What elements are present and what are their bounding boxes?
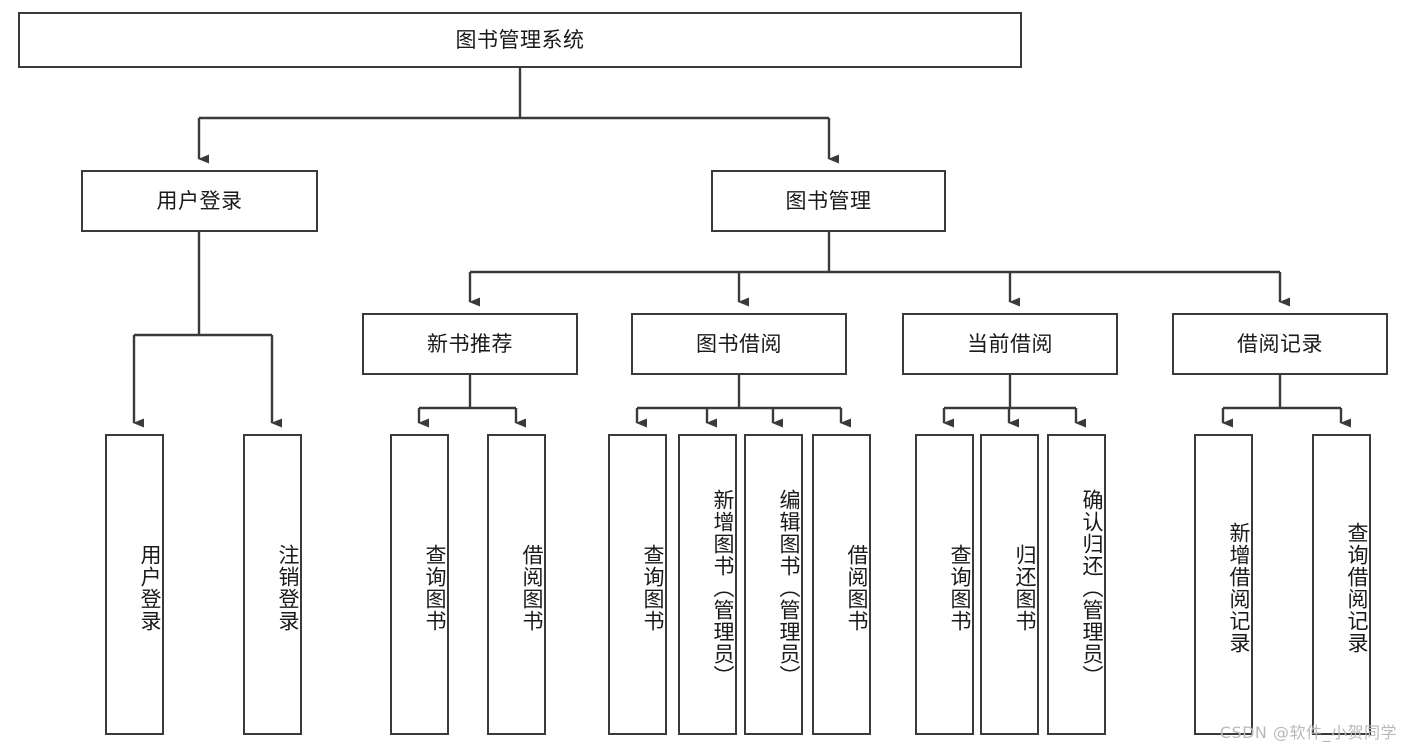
node-leaf-query-book-3[interactable]: 查询图书	[915, 434, 974, 735]
node-leaf-query-book-2[interactable]: 查询图书	[608, 434, 667, 735]
node-leaf-user-login[interactable]: 用户登录	[105, 434, 164, 735]
node-label: 注销登录	[276, 543, 300, 632]
node-leaf-add-record[interactable]: 新增借阅记录	[1194, 434, 1253, 735]
node-current-borrow[interactable]: 当前借阅	[902, 313, 1118, 375]
node-book-manage[interactable]: 图书管理	[711, 170, 946, 232]
node-leaf-query-record[interactable]: 查询借阅记录	[1312, 434, 1371, 735]
node-label: 新增图书（管理员）	[711, 488, 735, 687]
node-leaf-return-book[interactable]: 归还图书	[980, 434, 1039, 735]
node-label: 图书借阅	[696, 331, 782, 356]
node-label: 归还图书	[1013, 543, 1037, 632]
node-leaf-logout[interactable]: 注销登录	[243, 434, 302, 735]
node-label: 借阅图书	[845, 543, 869, 632]
node-leaf-query-book-1[interactable]: 查询图书	[390, 434, 449, 735]
node-book-borrow[interactable]: 图书借阅	[631, 313, 847, 375]
csdn-watermark: CSDN @软件_小贺同学	[1219, 723, 1397, 742]
node-new-book-rec[interactable]: 新书推荐	[362, 313, 578, 375]
node-label: 借阅记录	[1237, 331, 1323, 356]
node-label: 用户登录	[156, 188, 243, 213]
node-label: 用户登录	[138, 543, 162, 632]
node-label: 查询图书	[948, 543, 972, 632]
node-label: 确认归还（管理员）	[1080, 488, 1104, 687]
node-leaf-add-book[interactable]: 新增图书（管理员）	[678, 434, 737, 735]
node-label: 新增借阅记录	[1227, 521, 1251, 654]
node-user-login[interactable]: 用户登录	[81, 170, 318, 232]
node-label: 编辑图书（管理员）	[777, 488, 801, 687]
node-leaf-borrow-book-1[interactable]: 借阅图书	[487, 434, 546, 735]
node-leaf-borrow-book-2[interactable]: 借阅图书	[812, 434, 871, 735]
node-label: 当前借阅	[967, 331, 1053, 356]
node-leaf-confirm-return[interactable]: 确认归还（管理员）	[1047, 434, 1106, 735]
node-label: 新书推荐	[427, 331, 513, 356]
node-label: 借阅图书	[520, 543, 544, 632]
node-borrow-record[interactable]: 借阅记录	[1172, 313, 1388, 375]
node-label: 图书管理	[785, 188, 872, 213]
node-label: 图书管理系统	[455, 27, 585, 52]
node-label: 查询借阅记录	[1345, 521, 1369, 654]
node-root-system[interactable]: 图书管理系统	[18, 12, 1022, 68]
node-label: 查询图书	[641, 543, 665, 632]
node-leaf-edit-book[interactable]: 编辑图书（管理员）	[744, 434, 803, 735]
node-label: 查询图书	[423, 543, 447, 632]
